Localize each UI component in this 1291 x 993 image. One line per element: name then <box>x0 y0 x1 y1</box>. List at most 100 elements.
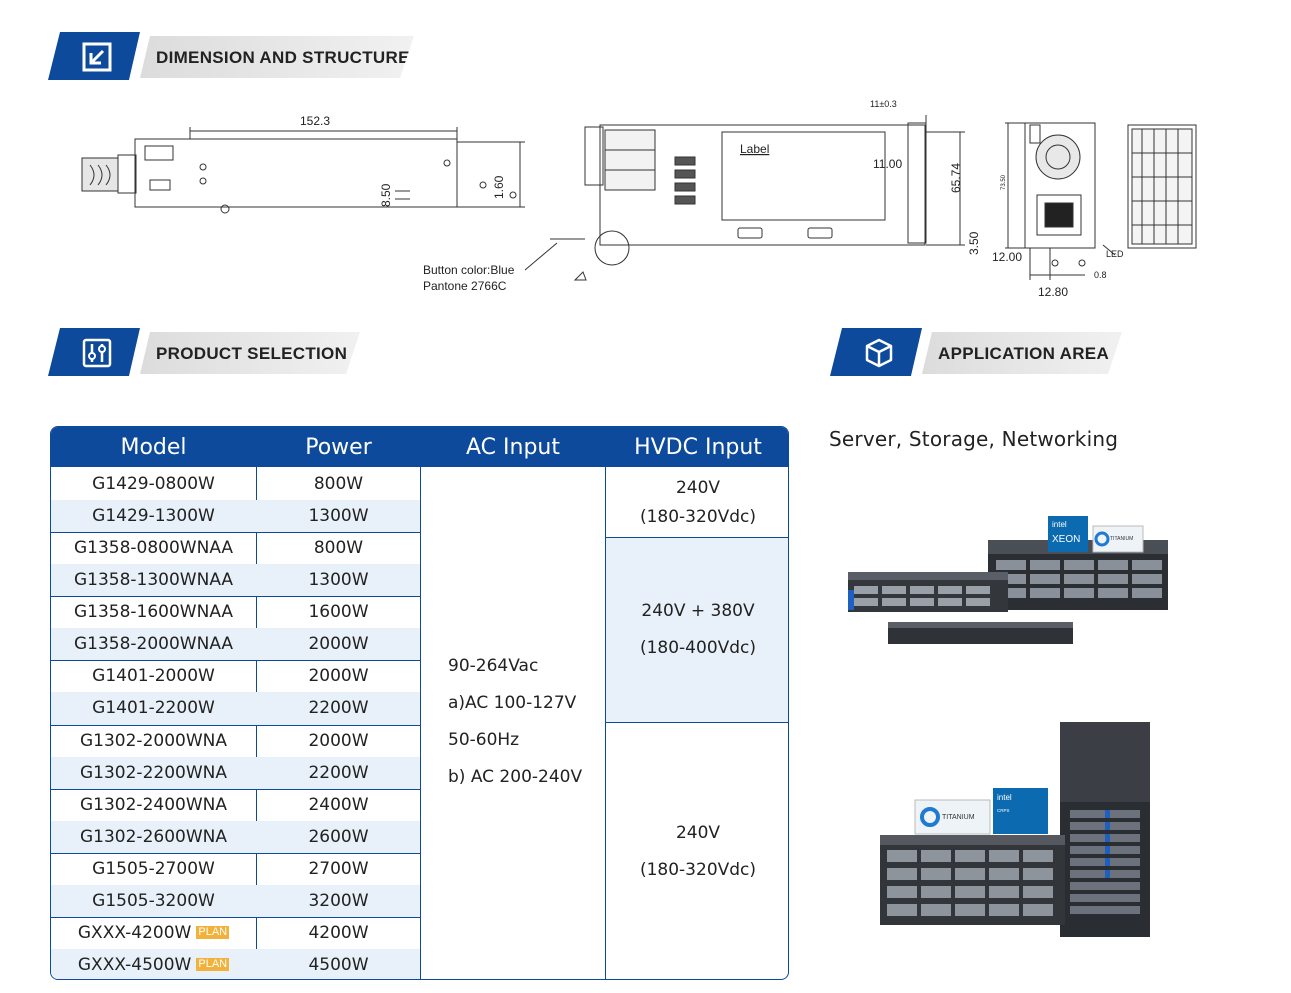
resize-arrow-icon <box>82 42 112 72</box>
col-divider <box>605 427 606 979</box>
col-divider <box>420 427 421 979</box>
button-note-2: Pantone 2766C <box>423 279 507 293</box>
model-name: G1358-2000WNAA <box>73 634 234 655</box>
badge-xeon: XEON <box>1052 534 1080 545</box>
model-cell: G1401-2000W <box>51 660 256 692</box>
hvdc-divider <box>606 722 788 723</box>
power-cell: 2600W <box>308 826 369 847</box>
power-cell: 1300W <box>308 570 369 591</box>
hvdc-line2: (180-400Vdc) <box>639 638 757 658</box>
power-cell: 800W <box>313 474 364 495</box>
power-cell: 4500W <box>308 954 369 975</box>
dim-front-w1: 12.00 <box>992 250 1022 264</box>
power-cell: 2200W <box>308 698 369 719</box>
model-name: G1302-2400WNA <box>80 794 227 815</box>
row-shade <box>51 564 420 597</box>
row-divider <box>51 532 420 534</box>
model-name: G1429-0800W <box>92 474 215 495</box>
row-shade <box>51 500 420 533</box>
row-divider <box>51 724 420 726</box>
row-shade <box>51 692 420 725</box>
badge-intel: intel <box>1052 520 1067 529</box>
model-cell: G1302-2400WNA <box>51 789 256 821</box>
model-cell: G1429-1300W <box>51 500 256 532</box>
top-label: Label <box>740 142 769 156</box>
power-cell: 2000W <box>308 666 369 687</box>
badge-intel-2: intel <box>997 793 1012 802</box>
dim-side-height-b: 1.60 <box>492 175 506 199</box>
model-cell: G1505-2700W <box>51 853 256 885</box>
power-cell: 2000W <box>308 730 369 751</box>
row-shade <box>51 756 420 789</box>
hvdc-line2: (180-320Vdc) <box>639 860 757 880</box>
front-view <box>1005 122 1116 280</box>
row-divider <box>51 788 420 790</box>
hvdc-divider <box>606 537 788 538</box>
header-hvdc-input: HVDC Input <box>606 427 788 467</box>
model-cell: G1358-2000WNAA <box>51 628 256 660</box>
section-title: PRODUCT SELECTION <box>156 344 348 363</box>
header-model: Model <box>51 427 256 467</box>
model-name: G1358-1600WNAA <box>73 602 234 623</box>
title-box: APPLICATION AREA <box>922 332 1122 374</box>
top-view <box>524 115 965 281</box>
row-divider <box>51 916 420 918</box>
row-shade <box>51 884 420 917</box>
section-header-product: PRODUCT SELECTION <box>48 328 360 376</box>
section-title: DIMENSION AND STRUCTURE <box>156 48 410 67</box>
icon-box <box>48 328 140 376</box>
model-name: GXXX-4200W <box>77 922 192 943</box>
hvdc-shaded-block <box>606 538 788 722</box>
rack-server-image: intel XEON TITANIUM <box>848 516 1168 644</box>
badge-titanium-2: TITANIUM <box>942 814 975 821</box>
model-name: G1401-2000W <box>92 666 215 687</box>
dim-top-small: 3.50 <box>967 231 981 255</box>
model-name: G1358-1300WNAA <box>73 570 234 591</box>
dim-top-height: 65.74 <box>949 163 963 193</box>
model-name: G1429-1300W <box>92 506 215 527</box>
dim-side-height-a: 8.50 <box>379 183 393 207</box>
side-view <box>81 127 525 214</box>
row-shade <box>51 948 420 979</box>
section-title: APPLICATION AREA <box>938 344 1110 363</box>
power-cell: 4200W <box>308 922 369 943</box>
hvdc-cell-1: 240V (180-320Vdc) <box>606 468 788 538</box>
title-box: DIMENSION AND STRUCTURE <box>140 36 414 78</box>
power-cell: 800W <box>313 538 364 559</box>
section-header-application: APPLICATION AREA <box>830 328 1122 376</box>
badge-crps: CRPS <box>997 808 1010 813</box>
header-ac-input: AC Input <box>421 427 605 467</box>
power-cell: 2200W <box>308 762 369 783</box>
model-name: G1302-2000WNA <box>80 730 227 751</box>
dim-front-w2: 12.80 <box>1038 285 1068 299</box>
cube-icon <box>865 338 893 368</box>
button-note-1: Button color:Blue <box>423 263 515 277</box>
model-cell: G1401-2200W <box>51 692 256 724</box>
dim-front-w3: 0.8 <box>1094 270 1107 280</box>
rear-view <box>1127 124 1197 249</box>
ac-input-line: 50-60Hz <box>448 730 520 750</box>
row-shade <box>51 628 420 661</box>
model-cell: G1358-1300WNAA <box>51 564 256 596</box>
row-divider <box>51 596 420 598</box>
model-name: G1358-0800WNAA <box>73 538 234 559</box>
model-name: G1302-2200WNA <box>80 762 227 783</box>
power-cell: 2700W <box>308 858 369 879</box>
dim-top-tol: 11±0.3 <box>870 99 897 109</box>
section-header-dimension: DIMENSION AND STRUCTURE <box>48 32 414 80</box>
model-cell: G1302-2200WNA <box>51 757 256 789</box>
tower-server-image: TITANIUM intel CRPS <box>880 722 1150 937</box>
power-cell: 1300W <box>308 506 369 527</box>
hvdc-line1: 240V <box>675 823 721 843</box>
row-divider <box>51 660 420 662</box>
model-cell: G1429-0800W <box>51 468 256 500</box>
model-name: G1302-2600WNA <box>80 826 227 847</box>
model-name: G1401-2200W <box>92 698 215 719</box>
model-name: G1505-3200W <box>92 890 215 911</box>
row-divider <box>51 852 420 854</box>
model-cell: G1358-0800WNAA <box>51 532 256 564</box>
model-cell: G1358-1600WNAA <box>51 596 256 628</box>
front-led-label: LED <box>1106 249 1124 259</box>
